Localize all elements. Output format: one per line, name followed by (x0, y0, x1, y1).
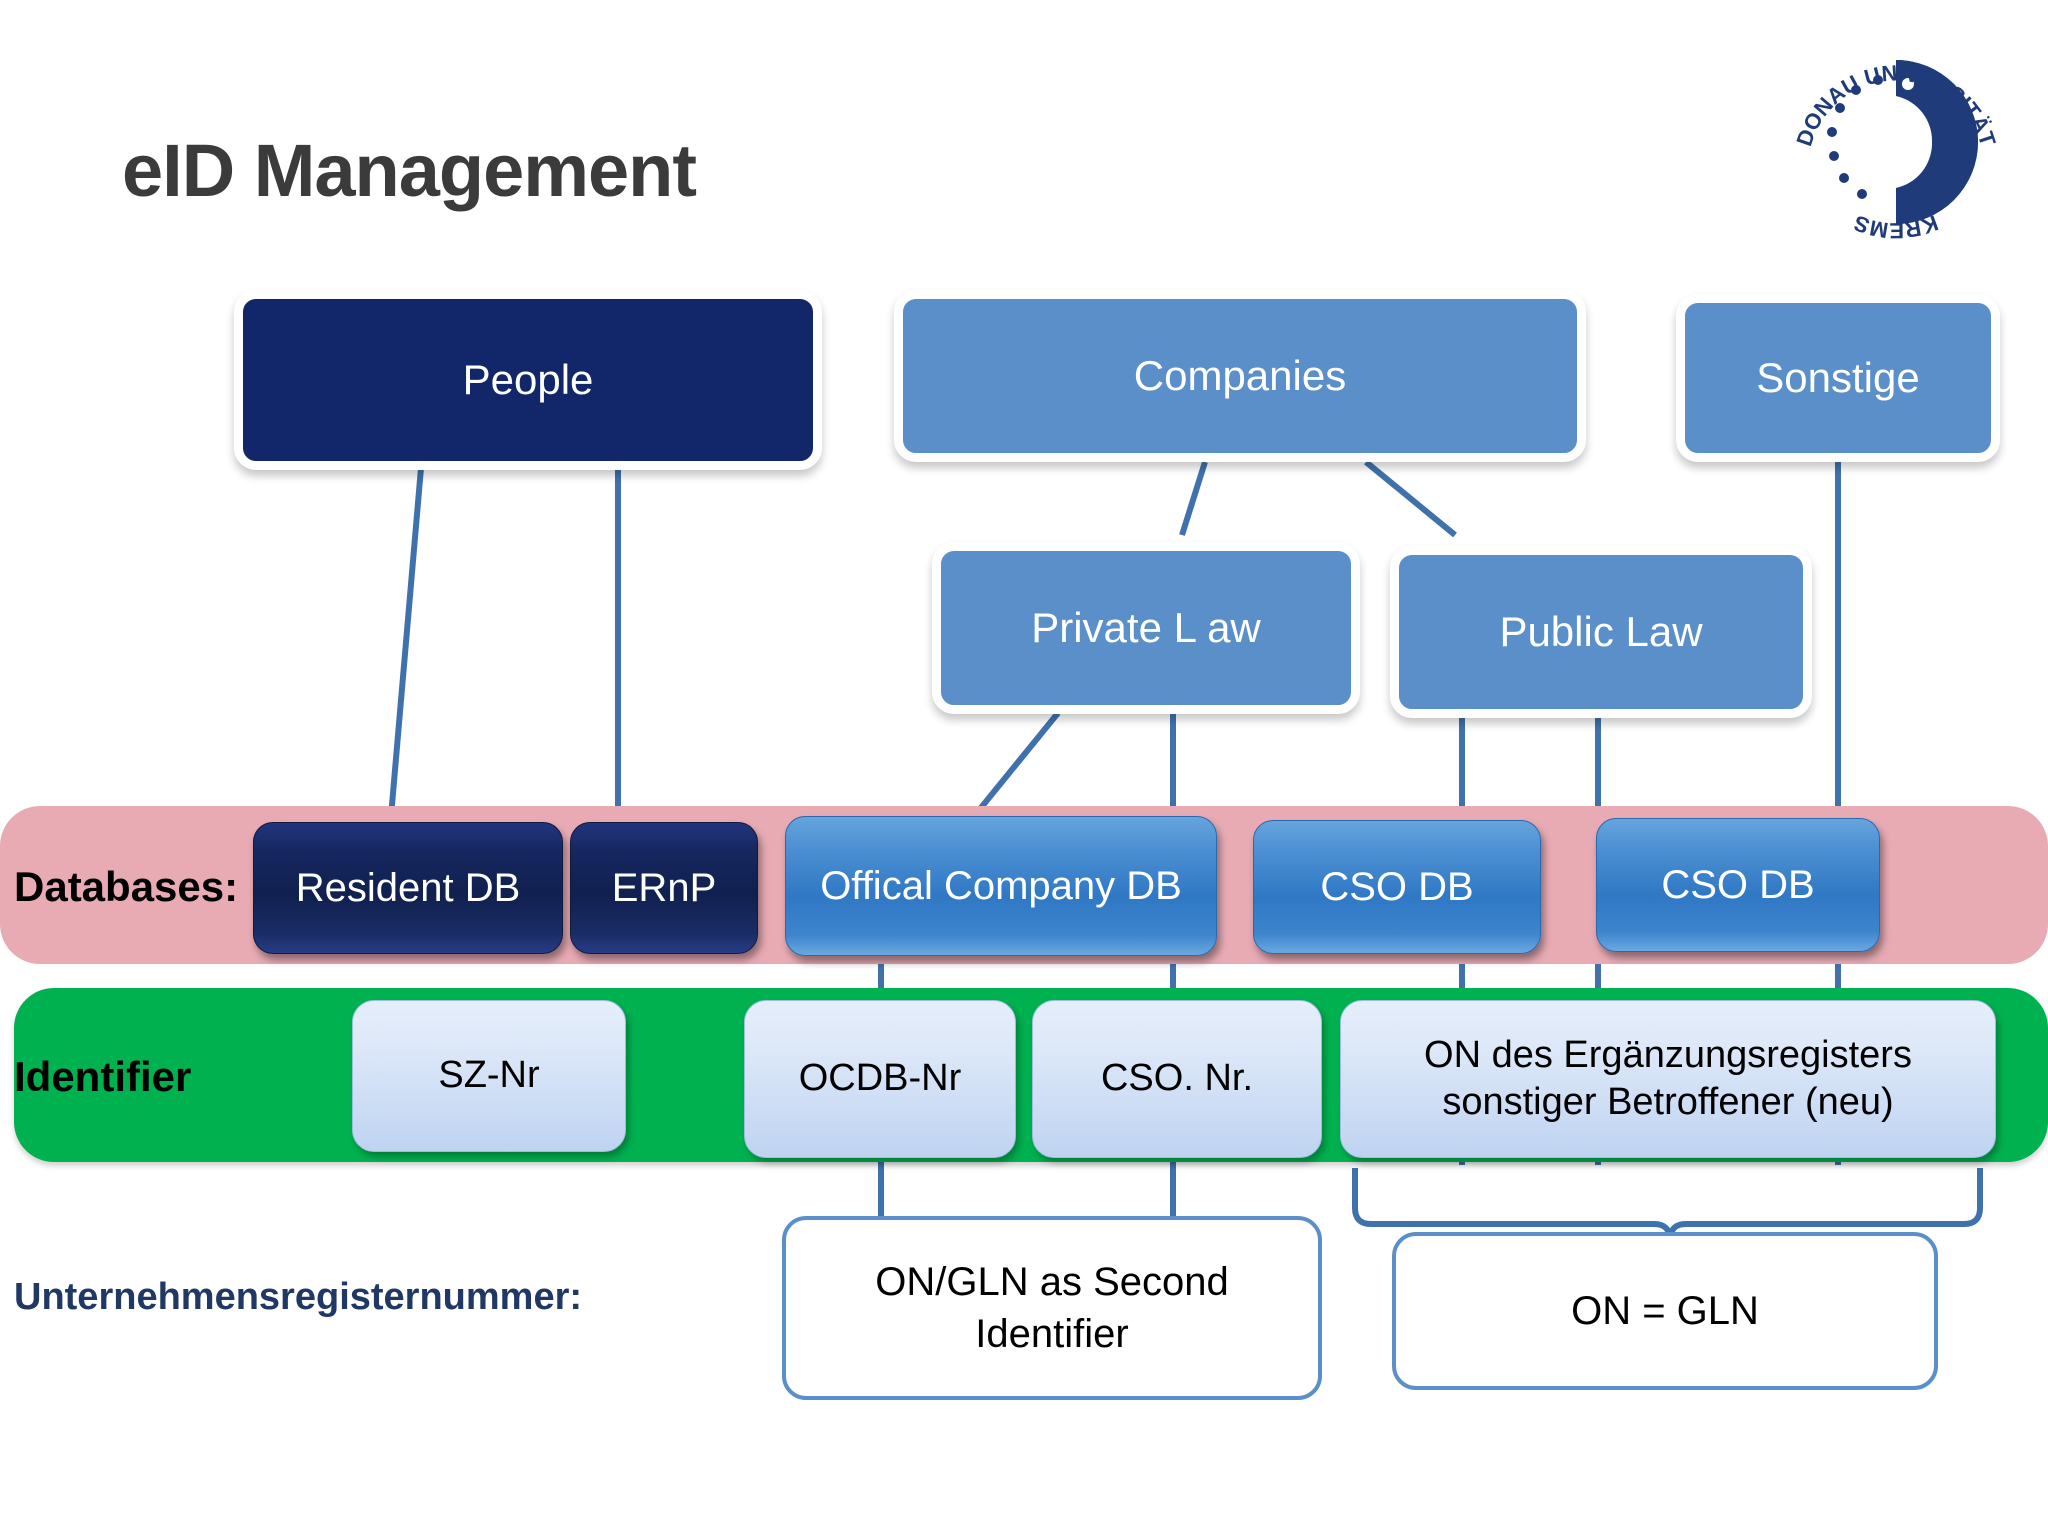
callout-on-equals-gln[interactable]: ON = GLN (1392, 1232, 1938, 1390)
callout-label-on-gln-second-identifier: ON/GLN as Second Identifier (875, 1260, 1229, 1356)
subtype-label-private-law: Private L aw (1031, 604, 1261, 651)
entity-label-people: People (462, 356, 594, 403)
database-label-cso-db-2: CSO DB (1661, 863, 1815, 907)
entity-box-people[interactable]: People (234, 290, 822, 470)
subtype-box-public-law[interactable]: Public Law (1390, 546, 1812, 718)
subtype-label-public-law: Public Law (1499, 608, 1703, 655)
identifier-row-label: Identifier (14, 1053, 192, 1100)
entity-box-sonstige[interactable]: Sonstige (1676, 294, 2000, 462)
identifier-box-on-ergaenzungsregister[interactable]: ON des Ergänzungsregisters sonstiger Bet… (1340, 1000, 1996, 1158)
bottom-row-label: Unternehmensregisternummer: (14, 1276, 583, 1318)
identifier-box-ocdb-nr[interactable]: OCDB-Nr (744, 1000, 1016, 1158)
database-box-ernp[interactable]: ERnP (570, 822, 758, 954)
database-label-ernp: ERnP (611, 866, 717, 910)
entity-label-companies: Companies (1133, 352, 1347, 399)
identifier-label-on-ergaenzungsregister: ON des Ergänzungsregisters sonstiger Bet… (1424, 1033, 1912, 1124)
identifier-label-cso-nr: CSO. Nr. (1100, 1057, 1254, 1100)
page-title: eID Management (122, 129, 697, 212)
subtype-box-private-law[interactable]: Private L aw (932, 542, 1360, 714)
database-box-offical-company-db[interactable]: Offical Company DB (785, 816, 1217, 956)
identifier-label-ocdb-nr: OCDB-Nr (798, 1057, 962, 1100)
entity-box-companies[interactable]: Companies (894, 290, 1586, 462)
identifier-label-sz-nr: SZ-Nr (438, 1054, 540, 1097)
database-label-offical-company-db: Offical Company DB (820, 864, 1182, 908)
database-box-cso-db-1[interactable]: CSO DB (1253, 820, 1541, 954)
database-label-cso-db-1: CSO DB (1320, 865, 1474, 909)
databases-row-label: Databases: (14, 863, 239, 910)
database-box-cso-db-2[interactable]: CSO DB (1596, 818, 1880, 952)
identifier-box-cso-nr[interactable]: CSO. Nr. (1032, 1000, 1322, 1158)
database-box-resident-db[interactable]: Resident DB (253, 822, 563, 954)
donau-universitaet-krems-logo: DONAU UNIVERSITÄT KREMS (1782, 32, 2010, 250)
callout-label-on-equals-gln: ON = GLN (1571, 1289, 1759, 1333)
database-label-resident-db: Resident DB (295, 866, 521, 910)
identifier-box-sz-nr[interactable]: SZ-Nr (352, 1000, 626, 1152)
entity-label-sonstige: Sonstige (1756, 354, 1920, 401)
callout-on-gln-second-identifier[interactable]: ON/GLN as Second Identifier (782, 1216, 1322, 1400)
